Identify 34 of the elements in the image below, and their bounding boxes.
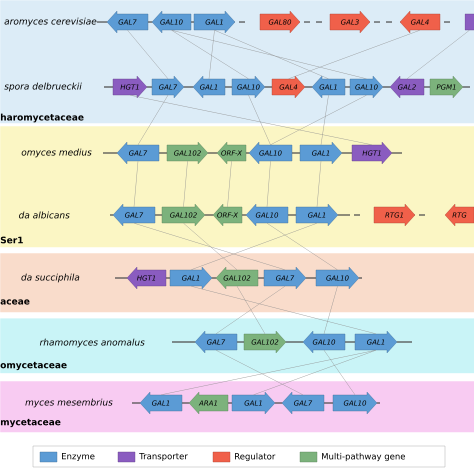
gene-symbol — [464, 14, 474, 30]
homology-line — [236, 286, 266, 334]
homology-line — [134, 223, 286, 270]
homology-line — [248, 95, 271, 145]
homology-line — [406, 30, 470, 79]
legend-label: Multi-pathway gene — [322, 452, 406, 462]
homology-line — [216, 350, 304, 395]
homology-line — [324, 286, 338, 334]
homology-line — [130, 95, 372, 145]
homology-line — [266, 223, 338, 270]
homology-line — [324, 350, 356, 395]
homology-line — [190, 223, 318, 270]
homology-line — [127, 30, 168, 79]
homology-line — [216, 286, 286, 334]
homology-line — [270, 95, 367, 145]
homology-line — [134, 161, 138, 207]
homology-line — [160, 350, 376, 395]
homology-line — [208, 30, 215, 79]
homology-line — [171, 30, 367, 79]
homology-line — [190, 286, 376, 334]
homology-line — [183, 161, 188, 207]
homology-line — [227, 161, 232, 207]
homology-line — [138, 95, 168, 145]
homology-line — [288, 30, 420, 79]
legend-label: Regulator — [235, 452, 276, 462]
homology-line — [316, 161, 322, 207]
homology-line — [171, 30, 249, 79]
homology-line — [183, 223, 238, 270]
legend-label: Enzyme — [62, 453, 95, 461]
homology-line — [320, 95, 329, 145]
legend-label: Transporter — [139, 453, 188, 461]
homology-line — [266, 161, 271, 207]
homology-line — [214, 30, 329, 79]
homology-line — [253, 350, 376, 395]
